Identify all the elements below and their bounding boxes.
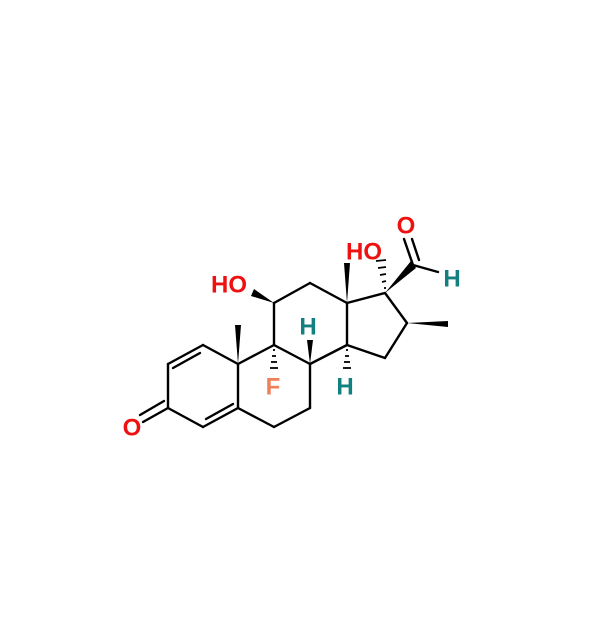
hash-c17-oh: [375, 259, 387, 289]
wedge-c10-methyl: [235, 325, 241, 364]
bond-c1-c2: [166, 343, 205, 366]
bond-c3-o: [141, 406, 170, 424]
bond-c9-c10: [236, 343, 276, 366]
hash-c9-f: [270, 349, 278, 369]
bond-cho-h: [411, 263, 440, 274]
bond-c17-c13: [345, 291, 387, 305]
wedge-c16-methyl: [407, 321, 448, 327]
ketone-oxygen-label: O: [123, 415, 142, 442]
bond-c3-c4: [166, 406, 205, 429]
bond-c6-c7: [272, 406, 312, 429]
atom-labels: O HO HO O H F H H: [123, 213, 461, 442]
bond-c3-o-double: [138, 399, 166, 417]
aldehyde-oxygen-label: O: [397, 213, 416, 240]
hydrogen-14-label: H: [336, 374, 353, 401]
bond-c5-c6: [236, 406, 276, 429]
bond-c14-c8: [308, 343, 349, 366]
bond-c16-c17: [383, 291, 409, 325]
bond-cho-o: [402, 237, 415, 267]
bond-c4-c5: [201, 406, 240, 429]
bond-c11-c12: [272, 281, 312, 305]
bond-c14-c15: [345, 343, 387, 360]
stereo-bonds: [235, 259, 448, 369]
wedge-c8-h: [307, 340, 313, 364]
bond-c15-c16: [383, 321, 409, 360]
wedge-c11-oh: [251, 289, 274, 303]
fluorine-label: F: [266, 374, 281, 401]
wedge-c17-cho: [385, 261, 416, 293]
wedge-c13-methyl: [344, 263, 350, 303]
aldehyde-hydrogen-label: H: [443, 266, 460, 293]
bond-c8-c9: [272, 343, 312, 366]
hydroxyl-17-label: HO: [346, 239, 382, 266]
hydroxyl-11-label: HO: [211, 272, 247, 299]
bond-c12-c13: [308, 281, 349, 305]
bond-cho-o-double: [410, 237, 421, 262]
bonds: [138, 237, 440, 429]
bond-c1-c2-double: [171, 351, 202, 370]
bond-c4-c5-double: [204, 402, 235, 421]
hash-c14-h: [343, 349, 351, 369]
bond-c10-c1: [201, 343, 240, 366]
hydrogen-8-label: H: [299, 314, 316, 341]
